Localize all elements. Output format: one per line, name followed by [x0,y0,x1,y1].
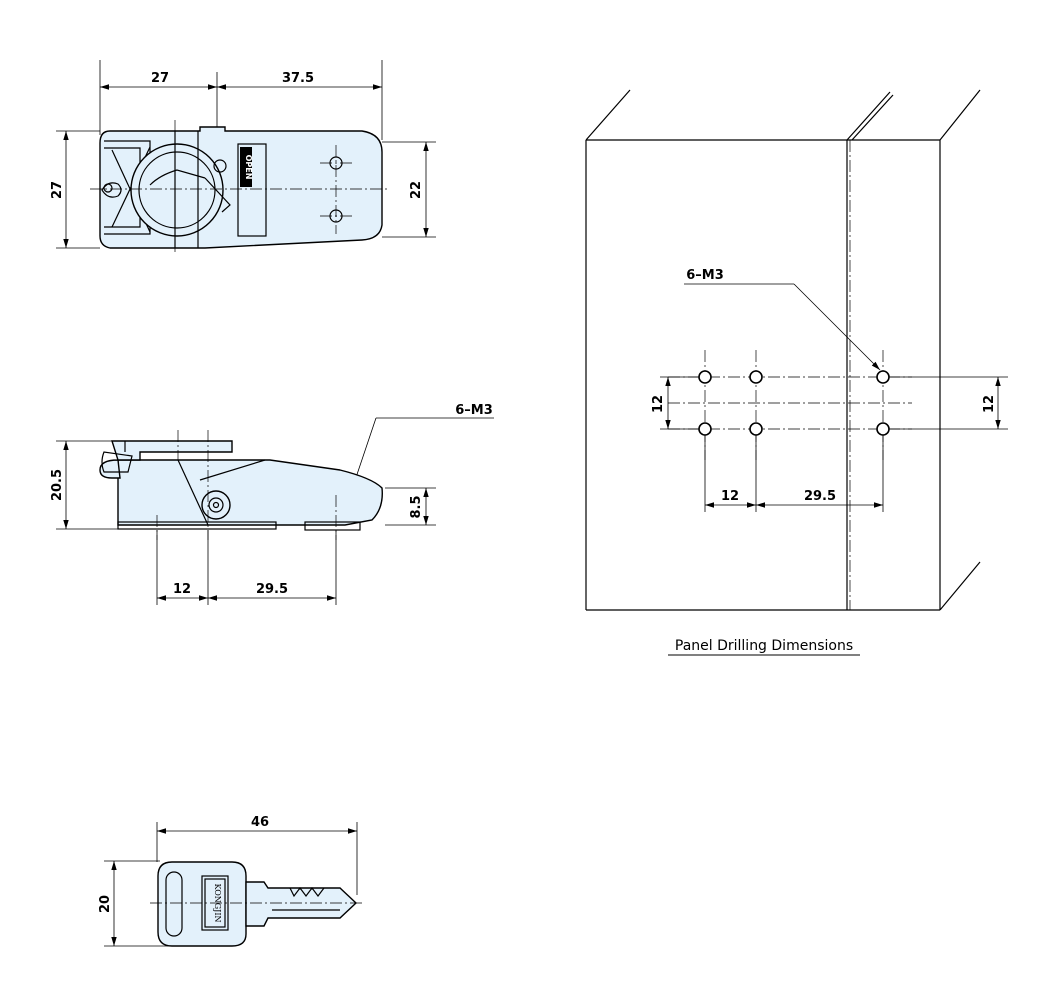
top-view: 27 37.5 27 22 OPEN [50,60,436,255]
dim-27-left: 27 [50,181,65,199]
drill-hole [749,422,763,436]
panel-drilling-view: 6–M3 12 12 12 29.5 Panel Drilling [585,89,1008,656]
dim-22: 22 [409,181,424,199]
panel-dim-12-left: 12 [651,395,666,413]
lock-label: OPEN [244,155,253,180]
lock-indicator [213,159,227,173]
dim-27-top: 27 [151,71,169,86]
key-view: 46 20 KONGJIN [98,815,365,947]
drill-hole [749,370,763,384]
key-blade [245,881,358,927]
panel-callout: 6–M3 [686,268,724,283]
hinge-pin [201,490,231,520]
label-plate [237,143,267,237]
side-view: 6–M3 20.5 8.5 12 29.5 [50,403,494,605]
panel-dim-29-5: 29.5 [804,489,836,504]
panel-caption: Panel Drilling Dimensions [675,638,853,654]
latch-body-side [117,459,383,526]
key-dim-20: 20 [98,895,113,913]
drill-hole [698,422,712,436]
latch-lever [99,440,233,479]
key-dim-46: 46 [251,815,269,830]
drill-hole [876,422,890,436]
dim-8-5: 8.5 [409,495,424,518]
dim-29-5-side: 29.5 [256,582,288,597]
panel-dim-12-right: 12 [982,395,997,413]
dim-20-5: 20.5 [50,469,65,501]
panel-dim-12-h: 12 [721,489,739,504]
drill-hole [876,370,890,384]
lock-cylinder [130,143,224,237]
side-callout: 6–M3 [455,403,493,418]
drill-hole [698,370,712,384]
dim-12-side: 12 [173,582,191,597]
dim-37-5: 37.5 [282,71,314,86]
